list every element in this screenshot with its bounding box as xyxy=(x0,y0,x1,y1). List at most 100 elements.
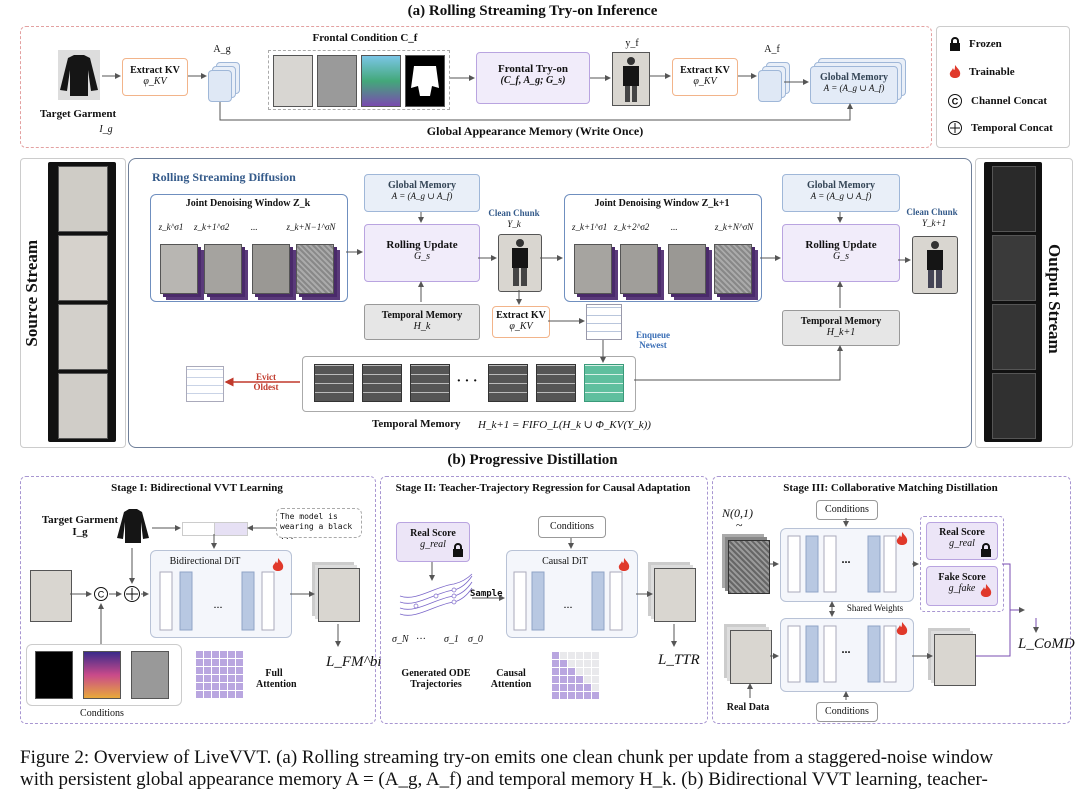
clean-chunk-2-sym: Y_k+1 xyxy=(922,218,947,228)
legend-temporal-concat-label: Temporal Concat xyxy=(971,122,1053,134)
z2-frame-0 xyxy=(574,244,612,294)
extract-kv-1-label: Extract KV xyxy=(130,65,180,76)
target-garment-label: Target Garment xyxy=(39,108,117,120)
global-memory-2-label: Global Memory xyxy=(806,180,876,191)
caption-line-2: with persistent global appearance memory… xyxy=(20,769,988,790)
attention-cell xyxy=(552,676,559,683)
stage2-sample: Sample xyxy=(470,589,503,599)
extract-kv-1: Extract KV φ_KV xyxy=(122,58,188,96)
stage3-real-data: Real Data xyxy=(726,702,770,713)
temporal-memory-2-sym: H_k+1 xyxy=(826,327,856,338)
attention-cell xyxy=(576,692,583,699)
sweater-icon xyxy=(117,509,149,543)
global-memory-a: Global Memory A = (A_g ∪ A_f) xyxy=(810,66,898,104)
stage3-panel xyxy=(712,476,1071,724)
legend-trainable: Trainable xyxy=(949,65,1015,79)
stage1-output-frames xyxy=(318,568,360,622)
mask-shape xyxy=(411,66,439,96)
attention-cell xyxy=(568,668,575,675)
fire-icon xyxy=(980,584,992,597)
stage2-attention-grid xyxy=(552,652,599,699)
stage1-temporal-concat xyxy=(123,585,141,603)
window-1 xyxy=(150,194,348,302)
stage3-noise-frames xyxy=(728,540,770,594)
memory-queue xyxy=(302,356,636,412)
attention-cell xyxy=(592,684,599,691)
stage1-text-prompt: The model is wearing a black ... xyxy=(276,508,362,541)
attention-cell xyxy=(568,660,575,667)
global-memory-a-label: Global Memory xyxy=(819,72,889,83)
z2-frame-2 xyxy=(668,244,706,294)
stage3-arrows xyxy=(747,518,1039,700)
rolling-update-2: Rolling Update G_s xyxy=(782,224,900,282)
attention-cell xyxy=(560,692,567,699)
stage1-title: Stage I: Bidirectional VVT Learning xyxy=(111,482,283,494)
attention-cell xyxy=(592,692,599,699)
attention-cell xyxy=(584,676,591,683)
channel-concat-icon: C xyxy=(948,94,962,108)
stage2-title: Stage II: Teacher-Trajectory Regression … xyxy=(395,482,691,494)
attention-cell xyxy=(576,652,583,659)
stage2-causal-attention: Causal Attention xyxy=(490,668,532,690)
ag-stack-front xyxy=(208,70,232,102)
channel-concat-icon: C xyxy=(94,587,108,601)
stage3-dots-top: ... xyxy=(841,552,851,566)
extract-kv-rolling: Extract KV φ_KV xyxy=(492,306,550,338)
stage1-condition-densepose xyxy=(83,651,121,699)
z2-frame-3 xyxy=(714,244,752,294)
stage1-panel xyxy=(20,476,376,724)
queue-slot-2 xyxy=(362,364,402,402)
stage3-real-data-frames xyxy=(730,630,772,684)
global-memory-1: Global Memory A = (A_g ∪ A_f) xyxy=(364,174,480,212)
stage2-loss: L_TTR xyxy=(658,652,700,668)
fire-icon xyxy=(896,532,908,545)
attention-cell xyxy=(576,660,583,667)
clean-chunk-2-label: Clean Chunk xyxy=(906,207,958,217)
temporal-memory-1-label: Temporal Memory xyxy=(381,310,463,321)
rolling-arrows xyxy=(224,212,911,387)
stage1-condition-agnostic xyxy=(131,651,169,699)
attention-cell xyxy=(576,684,583,691)
global-memory-a-formula: A = (A_g ∪ A_f) xyxy=(823,83,885,93)
temporal-memory-bottom-label: Temporal Memory xyxy=(372,418,461,430)
source-frame-2 xyxy=(58,235,108,301)
temporal-memory-2-label: Temporal Memory xyxy=(800,316,882,327)
stage2-panel xyxy=(380,476,708,724)
enqueue-label: Enqueue Newest xyxy=(635,330,670,350)
z1-frame-0 xyxy=(160,244,198,294)
attention-cell xyxy=(584,692,591,699)
attention-cell xyxy=(584,684,591,691)
stage1-full-attention: Full Attention xyxy=(256,668,297,690)
stage3-dit-top-layers xyxy=(787,532,908,593)
stage1-conditions-box xyxy=(26,644,182,706)
source-frame-3 xyxy=(58,304,108,370)
af-label: A_f xyxy=(764,44,780,55)
stage3-output-frames xyxy=(934,634,976,686)
frontal-tryon-box: Frontal Try-on (C_f, A_g; G_s) xyxy=(476,52,590,104)
z2-label-0: z_k+1^σ1 xyxy=(572,222,608,232)
output-frame-2 xyxy=(992,235,1036,301)
frontal-tryon-args: (C_f, A_g; G_s) xyxy=(500,75,566,86)
output-stream-panel xyxy=(975,158,1073,448)
rolling-update-1-sym: G_s xyxy=(413,251,431,262)
temporal-concat-icon xyxy=(124,586,140,602)
evict-label: Evict Oldest xyxy=(253,372,279,392)
extract-kv-2-sym: φ_KV xyxy=(693,76,717,87)
rolling-update-2-sym: G_s xyxy=(832,251,850,262)
rolling-update-2-label: Rolling Update xyxy=(805,239,877,251)
stage3-shared-weights: Shared Weights xyxy=(846,603,904,613)
extract-kv-rolling-label: Extract KV xyxy=(496,310,546,321)
extract-kv-2: Extract KV φ_KV xyxy=(672,58,738,96)
attention-cell xyxy=(552,668,559,675)
attention-cell xyxy=(568,676,575,683)
attention-cell xyxy=(560,652,567,659)
legend: Frozen Trainable C Channel Concat Tempor… xyxy=(936,26,1070,148)
z1-frame-3 xyxy=(296,244,334,294)
legend-frozen-label: Frozen xyxy=(969,38,1002,50)
stage3-title: Stage III: Collaborative Matching Distil… xyxy=(783,482,998,494)
lock-icon xyxy=(981,543,991,557)
temporal-memory-1: Temporal Memory H_k xyxy=(364,304,480,340)
fire-icon xyxy=(949,65,961,78)
stage3-real-score-sym: g_real xyxy=(949,538,975,549)
output-stream-label: Output Stream xyxy=(1045,244,1064,354)
